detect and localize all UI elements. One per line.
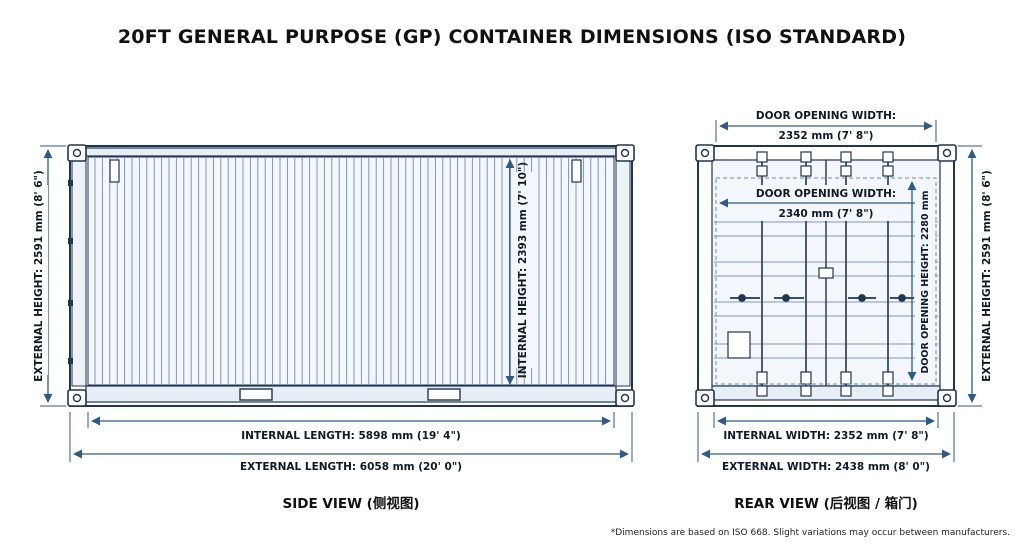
rear-door-opening-width-top-value: 2352 mm (7' 8")	[779, 130, 874, 142]
rear-internal-width-dimension: INTERNAL WIDTH: 2352 mm (7' 8")	[713, 412, 939, 442]
rear-door-handles	[730, 294, 914, 302]
side-view-drawing	[67, 144, 635, 407]
rear-bottom-sill	[711, 385, 941, 401]
side-hinge	[68, 180, 73, 186]
rear-door-opening-width-top-dimension: DOOR OPENING WIDTH: 2352 mm (7' 8")	[715, 110, 937, 142]
side-bottom-rail	[85, 385, 617, 403]
rear-door-opening-outline	[715, 177, 937, 385]
rear-external-height-label: EXTERNAL HEIGHT: 2591 mm (8' 6")	[981, 170, 993, 382]
side-corrugation	[94, 158, 607, 384]
rear-door-opening-width-inner-label: DOOR OPENING WIDTH:	[756, 188, 896, 200]
side-external-height-dimension: EXTERNAL HEIGHT: 2591 mm (8' 6")	[29, 145, 66, 407]
side-vent-right	[571, 159, 582, 183]
rear-external-width-dimension: EXTERNAL WIDTH: 2438 mm (8' 0")	[697, 412, 955, 473]
rear-seal-plate	[818, 267, 834, 279]
rear-external-height-dimension: EXTERNAL HEIGHT: 2591 mm (8' 6")	[958, 145, 996, 407]
side-corner-castings	[67, 144, 635, 407]
rear-external-width-label: EXTERNAL WIDTH: 2438 mm (8' 0")	[722, 461, 930, 473]
page-title: 20FT GENERAL PURPOSE (GP) CONTAINER DIME…	[117, 26, 907, 48]
side-external-height-label: EXTERNAL HEIGHT: 2591 mm (8' 6")	[33, 170, 45, 382]
side-hinge	[68, 358, 73, 364]
rear-door-opening-height-label: DOOR OPENING HEIGHT: 2280 mm	[920, 190, 931, 373]
side-hinge	[68, 300, 73, 306]
rear-view-caption: REAR VIEW (后视图 / 箱门)	[734, 496, 918, 512]
side-internal-height-label: INTERNAL HEIGHT: 2393 mm (7' 10")	[517, 162, 529, 378]
side-external-length-dimension: EXTERNAL LENGTH: 6058 mm (20' 0")	[69, 412, 633, 473]
side-view-caption: SIDE VIEW (侧视图)	[282, 496, 420, 512]
footnote: *Dimensions are based on ISO 668. Slight…	[610, 528, 1010, 538]
rear-data-plate	[727, 331, 751, 359]
rear-door-opening-width-inner-value: 2340 mm (7' 8")	[779, 208, 874, 220]
side-top-rail	[85, 147, 617, 157]
side-internal-length-dimension: INTERNAL LENGTH: 5898 mm (19' 4")	[87, 412, 615, 442]
side-vent-left	[109, 159, 120, 183]
side-wall-panel	[87, 156, 615, 386]
side-internal-height-dimension: INTERNAL HEIGHT: 2393 mm (7' 10")	[505, 159, 533, 385]
side-hinge	[68, 238, 73, 244]
side-external-length-label: EXTERNAL LENGTH: 6058 mm (20' 0")	[240, 461, 462, 473]
side-left-end	[71, 157, 87, 387]
rear-door-opening-width-inner-dimension: DOOR OPENING WIDTH: 2340 mm (7' 8")	[719, 185, 933, 221]
side-forklift-pocket	[427, 388, 461, 401]
rear-door-opening-width-top-label: DOOR OPENING WIDTH:	[756, 110, 896, 122]
rear-door-opening-height-dimension: DOOR OPENING HEIGHT: 2280 mm	[907, 181, 935, 381]
rear-internal-width-label: INTERNAL WIDTH: 2352 mm (7' 8")	[723, 430, 928, 442]
side-forklift-pocket	[239, 388, 273, 401]
side-right-end	[615, 157, 631, 387]
rear-cam-keepers	[756, 151, 894, 397]
side-internal-length-label: INTERNAL LENGTH: 5898 mm (19' 4")	[241, 430, 461, 442]
rear-corner-castings	[695, 144, 957, 407]
